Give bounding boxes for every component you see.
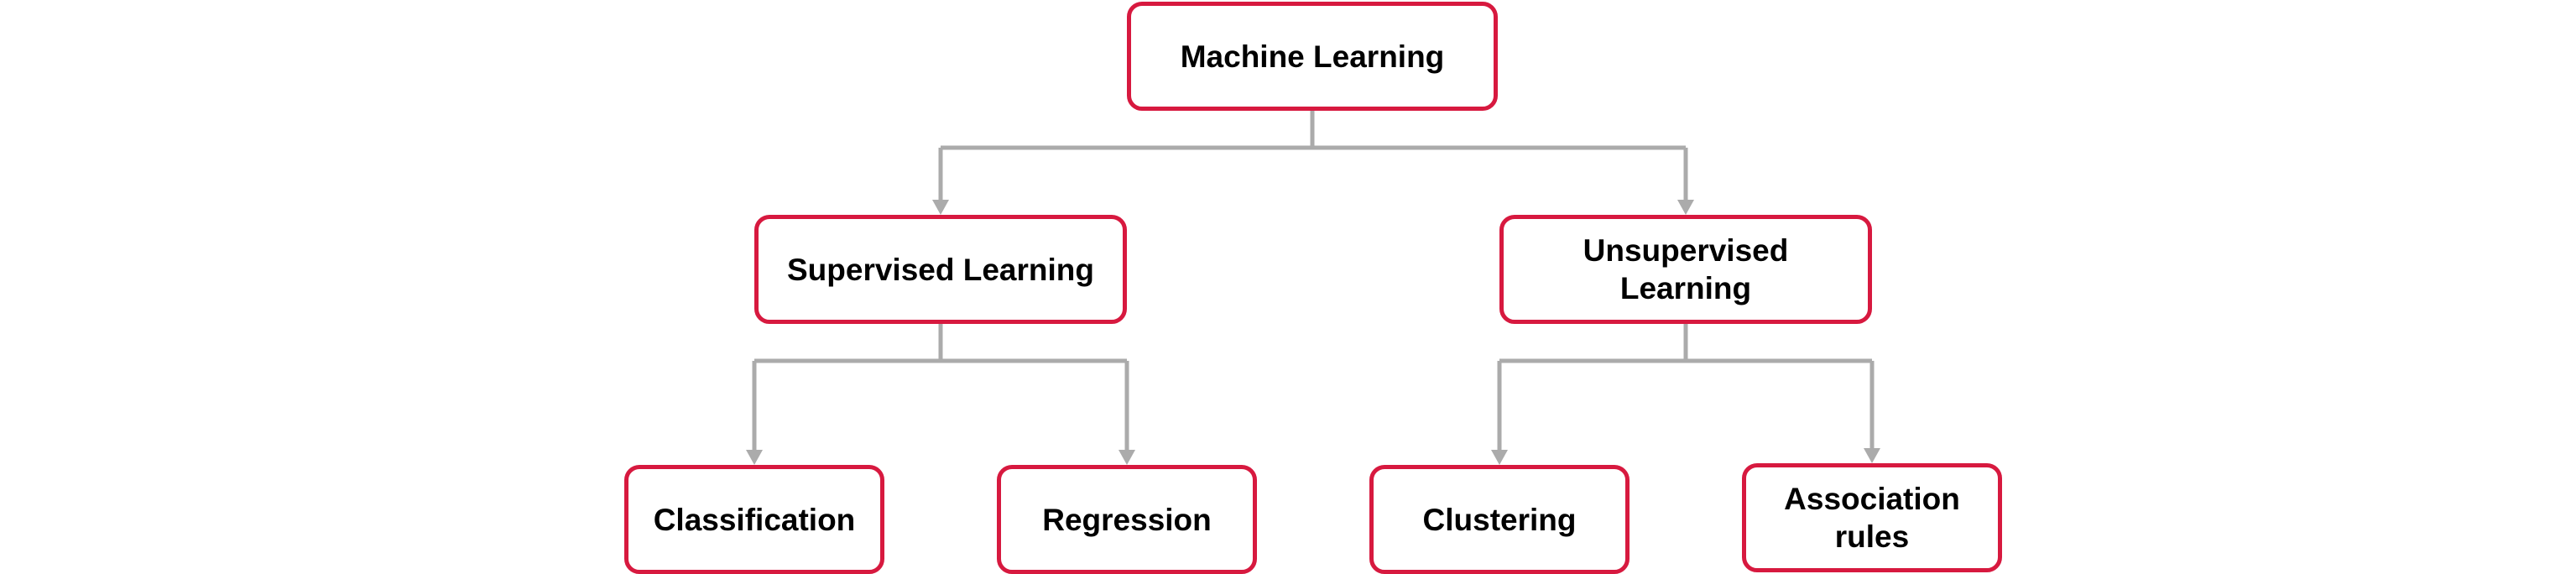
node-regression: Regression xyxy=(997,465,1257,574)
arrowhead-supervised xyxy=(932,200,949,215)
node-clustering-label: Clustering xyxy=(1422,502,1577,537)
node-classification-label: Classification xyxy=(653,502,856,537)
arrowhead-association xyxy=(1864,448,1880,463)
node-supervised-learning: Supervised Learning xyxy=(754,215,1127,324)
node-association-rules: Association rules xyxy=(1742,463,2002,572)
arrowhead-regression xyxy=(1119,450,1135,465)
arrowhead-classification xyxy=(746,450,763,465)
arrowhead-clustering xyxy=(1491,450,1508,465)
node-machine-learning-label: Machine Learning xyxy=(1180,39,1445,74)
node-machine-learning: Machine Learning xyxy=(1127,2,1498,111)
node-clustering: Clustering xyxy=(1369,465,1630,574)
node-regression-label: Regression xyxy=(1042,502,1212,537)
arrowhead-unsupervised xyxy=(1677,200,1694,215)
node-classification: Classification xyxy=(624,465,884,574)
node-unsupervised-learning-label: Unsupervised Learning xyxy=(1583,233,1789,305)
node-unsupervised-learning: Unsupervised Learning xyxy=(1499,215,1872,324)
node-association-rules-label: Association rules xyxy=(1784,482,1960,554)
node-supervised-learning-label: Supervised Learning xyxy=(787,252,1094,287)
